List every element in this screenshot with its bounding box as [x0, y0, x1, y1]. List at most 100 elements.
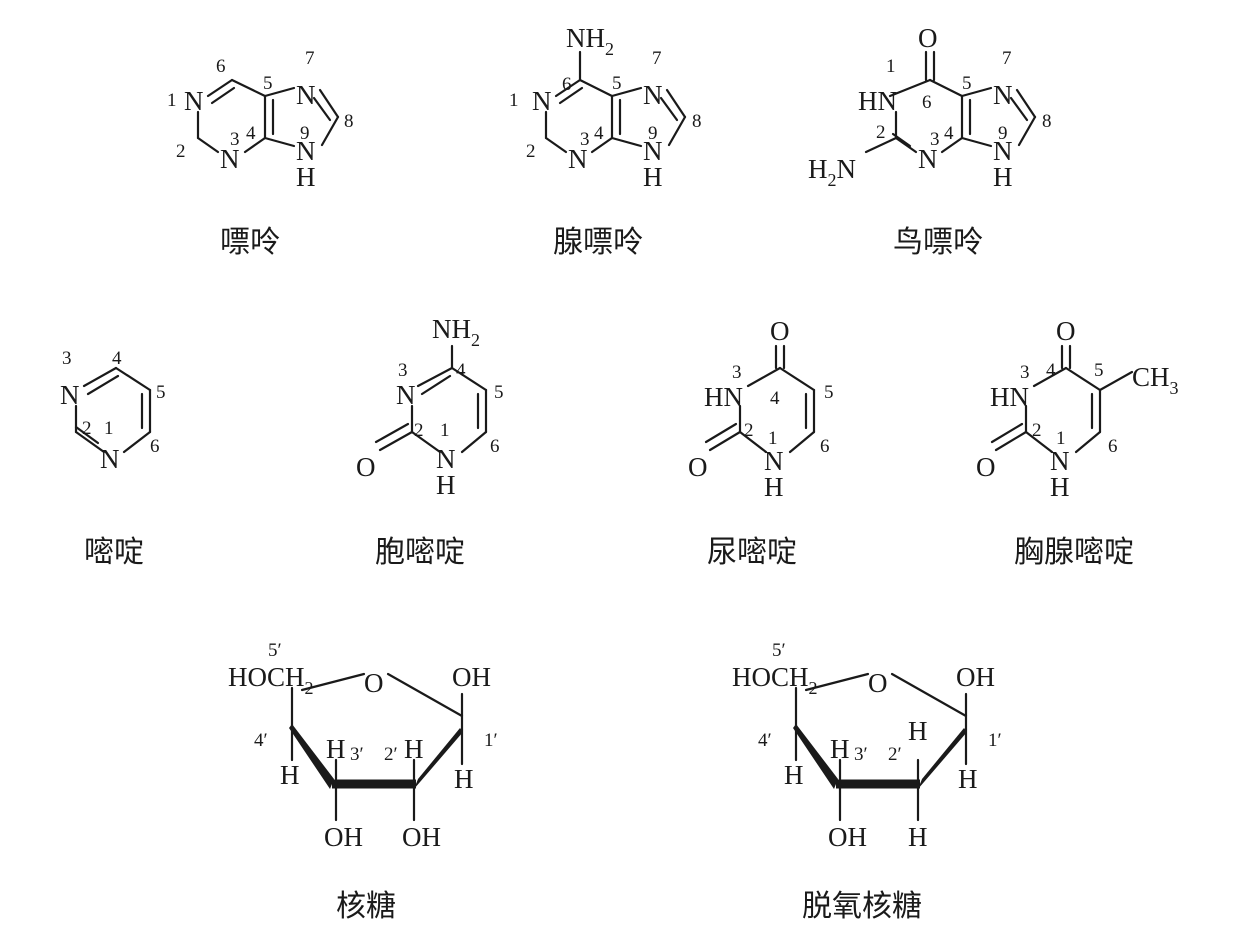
atom-N1: N [1050, 446, 1070, 476]
position-6: 6 [820, 436, 830, 457]
cytosine-structure: NH2 N N H O 3 4 5 6 2 1 [356, 314, 504, 500]
position-5: 5 [263, 73, 273, 94]
position-4prime: 4′ [758, 730, 772, 751]
uracil-structure: O HN N H O 3 4 5 6 2 1 [688, 316, 834, 502]
atom-CH3: CH3 [1132, 362, 1179, 398]
atom-H4: H [280, 760, 300, 790]
atom-H1: H [1050, 472, 1070, 502]
atom-H1: H [764, 472, 784, 502]
atom-HN3: HN [704, 382, 743, 412]
caption-guanine: 鸟嘌呤 [893, 225, 983, 260]
deoxyribose-structure: HOCH2 O OH H H H H OH H 5′ 4′ 3′ 2′ 1′ [732, 640, 1002, 852]
position-4prime: 4′ [254, 730, 268, 751]
atom-H9: H [643, 162, 663, 192]
position-5: 5 [612, 73, 622, 94]
position-6: 6 [1108, 436, 1118, 457]
position-9: 9 [648, 123, 658, 144]
position-3: 3 [230, 129, 240, 150]
position-3: 3 [732, 362, 742, 383]
atom-N3: N [60, 380, 80, 410]
position-3: 3 [398, 360, 408, 381]
atom-N7: N [643, 80, 663, 110]
atom-N1: N [532, 86, 552, 116]
position-1: 1 [104, 418, 114, 439]
position-1: 1 [509, 90, 519, 111]
position-2: 2 [1032, 420, 1042, 441]
position-4: 4 [594, 123, 604, 144]
position-6: 6 [490, 436, 500, 457]
atom-H3: H [830, 734, 850, 764]
ribose-structure: HOCH2 O OH H H H H OH OH 5′ 4′ 3′ 2′ 1′ [228, 640, 498, 852]
position-9: 9 [300, 123, 310, 144]
position-5prime: 5′ [268, 640, 282, 661]
atom-N9: N [643, 136, 663, 166]
position-5: 5 [962, 73, 972, 94]
position-2: 2 [526, 141, 536, 162]
position-5: 5 [494, 382, 504, 403]
position-2: 2 [82, 418, 92, 439]
position-2: 2 [876, 122, 886, 143]
atom-H2b: H [908, 822, 928, 852]
position-1: 1 [1056, 428, 1066, 449]
atom-H1: H [436, 470, 456, 500]
atom-N1: N [764, 446, 784, 476]
atom-N3: N [396, 380, 416, 410]
position-1prime: 1′ [484, 730, 498, 751]
atom-H9: H [993, 162, 1013, 192]
position-2: 2 [176, 141, 186, 162]
purine-structure: N N N N H 1 2 3 4 5 6 7 8 9 [167, 48, 354, 192]
position-1: 1 [440, 420, 450, 441]
position-3: 3 [1020, 362, 1030, 383]
atom-H2N: H2N [808, 154, 856, 190]
position-1prime: 1′ [988, 730, 1002, 751]
position-9: 9 [998, 123, 1008, 144]
atom-O2: O [976, 452, 996, 482]
pyrimidine-structure: N N 3 4 5 6 2 1 [60, 348, 166, 474]
atom-NH2: NH2 [432, 314, 480, 350]
position-4: 4 [456, 360, 466, 381]
atom-OH3: OH [828, 822, 867, 852]
position-6: 6 [922, 92, 932, 113]
atom-H1: H [454, 764, 474, 794]
caption-pyrimidine: 嘧啶 [84, 535, 144, 570]
atom-O4: O [1056, 316, 1076, 346]
position-4: 4 [246, 123, 256, 144]
position-4: 4 [770, 388, 780, 409]
atom-N9: N [993, 136, 1013, 166]
atom-H4: H [784, 760, 804, 790]
position-3prime: 3′ [350, 744, 364, 765]
atom-H2a: H [908, 716, 928, 746]
atom-N9: N [296, 136, 316, 166]
position-1: 1 [167, 90, 177, 111]
atom-NH2: NH2 [566, 23, 614, 59]
atom-O2: O [688, 452, 708, 482]
position-3: 3 [580, 129, 590, 150]
position-7: 7 [652, 48, 662, 69]
atom-H9: H [296, 162, 316, 192]
atom-N7: N [993, 80, 1013, 110]
position-3: 3 [62, 348, 72, 369]
position-2prime: 2′ [888, 744, 902, 765]
atom-O2: O [356, 452, 376, 482]
atom-N3: N [918, 144, 938, 174]
position-5: 5 [156, 382, 166, 403]
atom-N1: N [184, 86, 204, 116]
position-5prime: 5′ [772, 640, 786, 661]
atom-N3: N [220, 144, 240, 174]
atom-HOCH2: HOCH2 [732, 662, 818, 698]
position-1: 1 [886, 56, 896, 77]
atom-ring-O: O [364, 668, 384, 698]
atom-HOCH2: HOCH2 [228, 662, 314, 698]
position-3prime: 3′ [854, 744, 868, 765]
atom-N3: N [568, 144, 588, 174]
atom-N1: N [436, 444, 456, 474]
position-2: 2 [414, 420, 424, 441]
atom-HN1: HN [858, 86, 897, 116]
caption-thymine: 胸腺嘧啶 [1014, 535, 1134, 570]
caption-uracil: 尿嘧啶 [707, 535, 797, 570]
position-8: 8 [344, 111, 354, 132]
atom-H2: H [404, 734, 424, 764]
position-2prime: 2′ [384, 744, 398, 765]
position-1: 1 [768, 428, 778, 449]
atom-O4: O [770, 316, 790, 346]
